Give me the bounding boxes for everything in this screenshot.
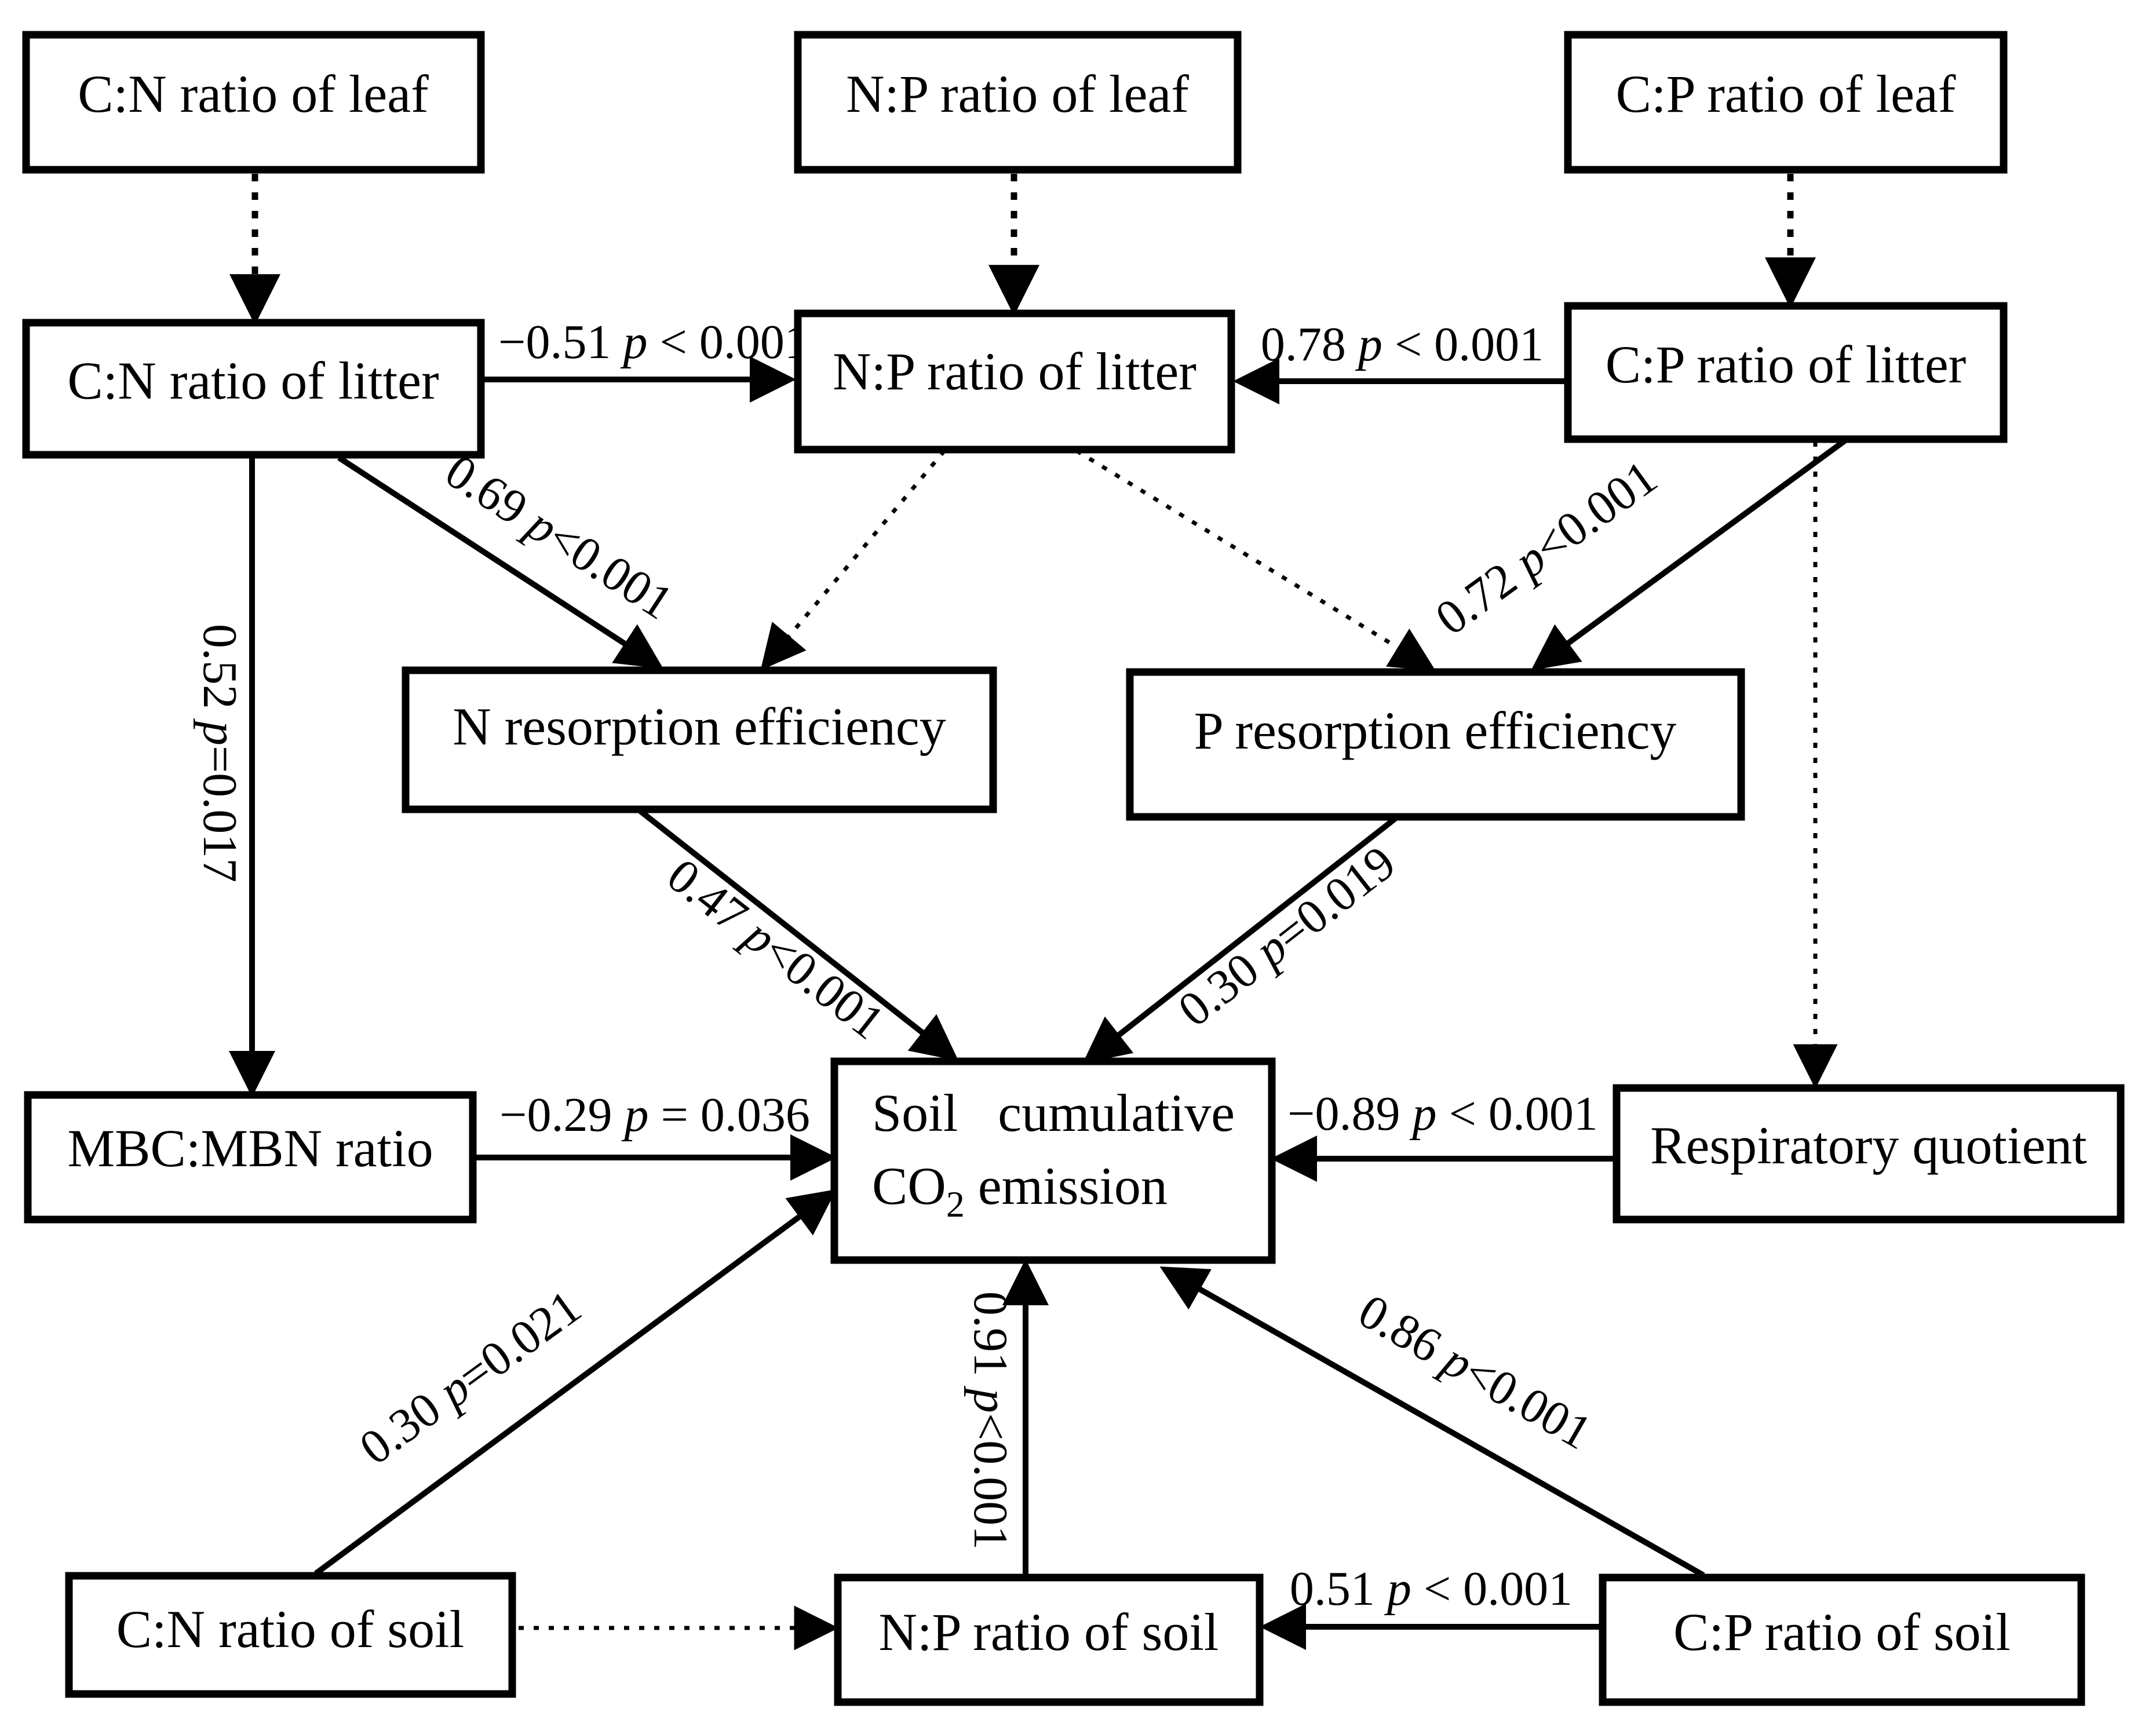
node-box: [794, 31, 1242, 174]
node-label: P resorption efficiency: [1194, 701, 1677, 760]
edge-label-p-resorption-co2: 0.30 p=0.019: [1169, 835, 1406, 1037]
node-np-ratio-of-leaf: N:P ratio of leaf: [794, 31, 1242, 174]
edge-label-cp-litter-np-litter: 0.78 p < 0.001: [1261, 317, 1544, 371]
node-mbc-mbn-ratio: MBC:MBN ratio: [24, 1091, 477, 1224]
node-box: [794, 309, 1235, 454]
edge-label-np-soil-co2: 0.91 p<0.001: [964, 1291, 1017, 1550]
node-label: MBC:MBN ratio: [67, 1119, 433, 1178]
edge-label-cp-soil-co2: 0.86 p<0.001: [1349, 1284, 1600, 1460]
node-label: N:P ratio of soil: [879, 1602, 1219, 1662]
node-box: [24, 1091, 477, 1224]
node-label: C:N ratio of leaf: [78, 64, 429, 123]
node-np-ratio-of-litter: N:P ratio of litter: [794, 309, 1235, 454]
arrow-p-resorption-to-co2: [1082, 816, 1398, 1064]
node-label: C:N ratio of litter: [67, 351, 439, 410]
node-cp-ratio-of-leaf: C:P ratio of leaf: [1564, 31, 2008, 174]
node-cp-ratio-of-soil: C:P ratio of soil: [1599, 1573, 2085, 1706]
dotted-arrow-np-litter-to-p-resorption: [1075, 449, 1436, 671]
node-box: [22, 31, 485, 174]
node-label: C:P ratio of soil: [1673, 1602, 2011, 1662]
arrow-cp-soil-to-co2: [1159, 1266, 1705, 1578]
node-label: N resorption efficiency: [453, 697, 946, 756]
node-box: [834, 1573, 1264, 1706]
arrow-n-resorption-to-co2: [638, 809, 959, 1061]
edge-label-cp-litter-p-resorption: 0.72 p<0.001: [1426, 450, 1667, 646]
node-p-resorption-efficiency: P resorption efficiency: [1126, 668, 1745, 821]
arrow-cn-litter-to-n-resorption: [337, 455, 664, 669]
edge-label-respiratory-co2: −0.89 p < 0.001: [1287, 1087, 1598, 1141]
node-n-resorption-efficiency: N resorption efficiency: [402, 666, 997, 813]
node-label: N:P ratio of litter: [833, 342, 1196, 401]
edge-label-cn-soil-co2: 0.30 p=0.021: [350, 1280, 591, 1476]
node-cp-ratio-of-litter: C:P ratio of litter: [1564, 302, 2008, 443]
node-label-line1: Soil cumulative: [872, 1083, 1235, 1142]
node-box: [1564, 31, 2008, 174]
node-label: Respiratory quotient: [1650, 1116, 2087, 1175]
node-box: [22, 319, 485, 459]
node-box: [1564, 302, 2008, 443]
arrow-cp-litter-to-p-resorption: [1531, 437, 1847, 671]
node-box: [1126, 668, 1745, 821]
node-label-line2: CO2 emission: [872, 1156, 1168, 1225]
arrow-cn-soil-to-co2: [314, 1189, 837, 1576]
node-np-ratio-of-soil: N:P ratio of soil: [834, 1573, 1264, 1706]
node-box: [65, 1572, 516, 1698]
node-label: C:P ratio of litter: [1606, 335, 1967, 394]
edge-label-n-resorption-co2: 0.47 p<0.001: [657, 848, 894, 1050]
edge-label-cn-litter-mbc-mbn: 0.52 p=0.017: [193, 624, 247, 882]
dotted-arrow-np-litter-to-n-resorption: [760, 449, 946, 670]
node-box: [402, 666, 997, 813]
node-respiratory-quotient: Respiratory quotient: [1613, 1084, 2125, 1224]
edge-label-mbc-mbn-co2: −0.29 p = 0.036: [499, 1088, 810, 1142]
node-box: [1613, 1084, 2125, 1224]
node-cn-ratio-of-soil: C:N ratio of soil: [65, 1572, 516, 1698]
node-label: C:N ratio of soil: [116, 1600, 465, 1659]
node-box: [1599, 1573, 2085, 1706]
edge-label-cp-soil-np-soil: 0.51 p < 0.001: [1290, 1562, 1573, 1616]
edge-label-cn-litter-np-litter: −0.51 p < 0.001: [498, 315, 809, 369]
node-label: C:P ratio of leaf: [1616, 64, 1956, 123]
node-cn-ratio-of-leaf: C:N ratio of leaf: [22, 31, 485, 174]
node-soil-cumulative-co2-emission: Soil cumulative CO2 emission: [830, 1057, 1276, 1264]
node-label: N:P ratio of leaf: [846, 64, 1189, 123]
node-box: [830, 1057, 1276, 1264]
node-cn-ratio-of-litter: C:N ratio of litter: [22, 319, 485, 459]
